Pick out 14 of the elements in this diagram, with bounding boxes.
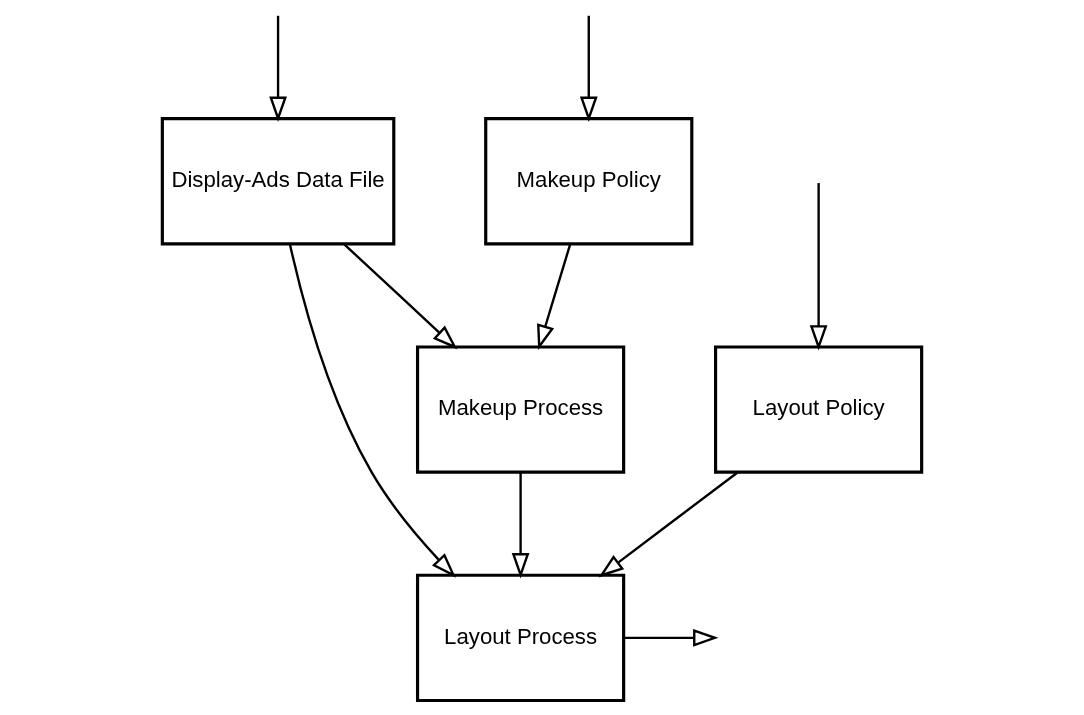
arrow bbox=[343, 243, 458, 350]
arrow bbox=[288, 243, 456, 578]
arrow bbox=[809, 183, 828, 351]
arrow bbox=[269, 15, 287, 122]
arrow bbox=[579, 15, 598, 122]
node-box: Layout Policy bbox=[714, 345, 924, 474]
node-box: Makeup Process bbox=[415, 345, 626, 474]
arrow bbox=[598, 471, 738, 578]
arrow bbox=[511, 472, 530, 579]
node-box: Display-Ads Data File bbox=[160, 117, 396, 246]
node-box: Makeup Policy bbox=[484, 117, 694, 246]
node-box: Layout Process bbox=[415, 573, 626, 703]
arrow bbox=[624, 628, 719, 647]
arrow bbox=[537, 244, 572, 350]
